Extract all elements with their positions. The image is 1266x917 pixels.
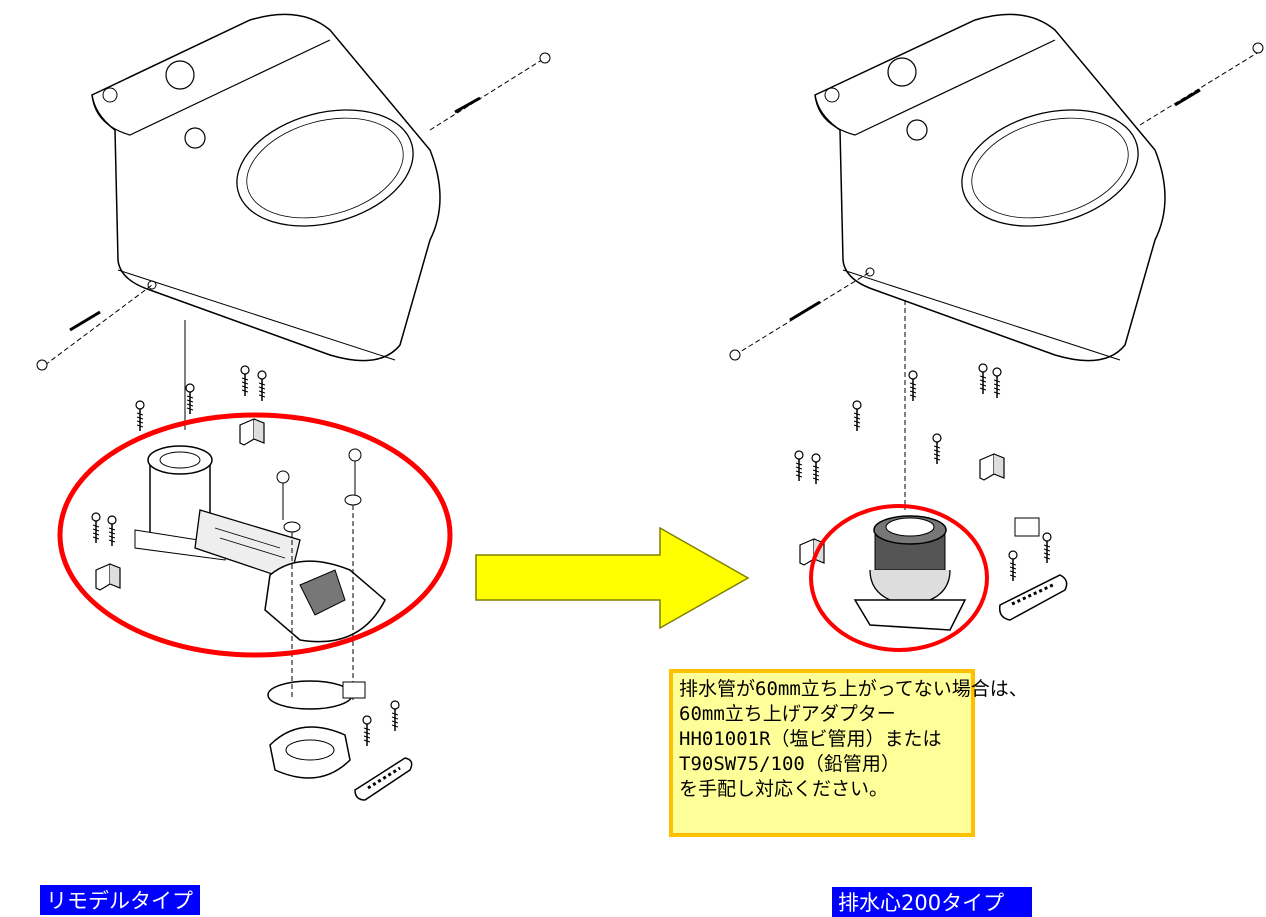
right-toilet-bowl-icon [814, 13, 1166, 362]
right-side-screw-icon [729, 271, 871, 361]
left-floor-flange-icon [269, 726, 351, 779]
left-gasket-icon [267, 680, 353, 710]
left-floor-plate-icon [354, 757, 413, 801]
right-highlight-ellipse [809, 504, 989, 652]
left-nuts-icon [276, 448, 362, 700]
left-top-screw-icon [429, 52, 551, 131]
right-adapter-block-icon [1014, 517, 1040, 537]
left-highlight-ellipse [57, 412, 453, 658]
drain-center-200-type-label: 排水心200タイプ [832, 887, 1032, 917]
note-line: T90SW75/100（鉛管用） [679, 753, 900, 775]
note-line: 60mm立ち上げアダプター [679, 703, 896, 725]
remodel-type-label: リモデルタイプ [40, 885, 200, 915]
note-line: を手配し対応ください。 [679, 778, 889, 800]
note-line: 排水管が60mm立ち上がってない場合は、 [679, 678, 1028, 700]
right-floor-plate-icon [998, 574, 1068, 621]
left-top-bracket-icon [239, 418, 265, 446]
left-adapter-block-icon [342, 681, 366, 699]
right-top-screw-icon [1139, 42, 1264, 126]
right-adapter-icon [853, 515, 967, 631]
left-toilet-bowl-icon [91, 13, 441, 362]
note-line: HH01001R（塩ビ管用）または [679, 728, 942, 750]
right-arrow-icon [475, 526, 750, 630]
adapter-note-box: 排水管が60mm立ち上がってない場合は、 60mm立ち上げアダプター HH010… [669, 669, 1028, 837]
left-side-screw-icon [36, 284, 153, 371]
right-top-bracket-icon [979, 453, 1005, 481]
left-bottom-bracket-icon [95, 563, 121, 591]
left-drain-pipe-icon [134, 445, 386, 643]
